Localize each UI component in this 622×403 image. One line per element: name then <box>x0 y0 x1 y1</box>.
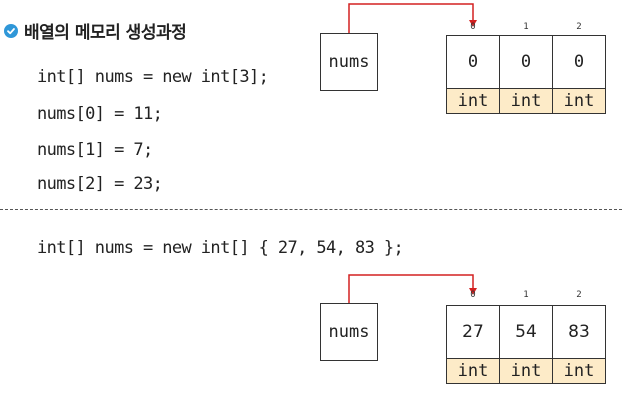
code-line-init: int[] nums = new int[] { 27, 54, 83 }; <box>37 238 404 258</box>
reference-arrow-1 <box>348 3 474 33</box>
array-index-0: 0 <box>470 22 476 32</box>
array-type-1: int <box>499 88 553 114</box>
array-cell-2: 83 <box>552 305 606 359</box>
code-line-4: nums[2] = 23; <box>37 174 163 194</box>
variable-box-nums-2: nums <box>320 303 378 361</box>
reference-arrowhead-1 <box>469 20 477 27</box>
section-divider <box>0 209 622 210</box>
code-line-2: nums[0] = 11; <box>37 104 163 124</box>
array-type-0: int <box>446 358 500 384</box>
array-cell-0: 27 <box>446 305 500 359</box>
array-cell-1: 54 <box>499 305 553 359</box>
array-cell-1: 0 <box>499 35 553 89</box>
array-cell-2: 0 <box>552 35 606 89</box>
array-cell-0: 0 <box>446 35 500 89</box>
array-index-0: 0 <box>470 290 476 300</box>
array-type-0: int <box>446 88 500 114</box>
title-text: 배열의 메모리 생성과정 <box>24 23 187 43</box>
array-type-2: int <box>552 358 606 384</box>
array-index-1: 1 <box>523 290 529 300</box>
reference-arrow-2 <box>348 274 474 303</box>
array-type-2: int <box>552 88 606 114</box>
code-line-3: nums[1] = 7; <box>37 140 153 160</box>
check-circle-icon <box>4 23 18 38</box>
array-index-1: 1 <box>523 22 529 32</box>
variable-box-nums: nums <box>320 33 378 91</box>
array-index-2: 2 <box>576 290 582 300</box>
array-index-2: 2 <box>576 22 582 32</box>
reference-arrowhead-2 <box>469 288 477 295</box>
section-title: 배열의 메모리 생성과정 <box>4 18 187 43</box>
array-type-1: int <box>499 358 553 384</box>
code-line-1: int[] nums = new int[3]; <box>37 67 269 87</box>
